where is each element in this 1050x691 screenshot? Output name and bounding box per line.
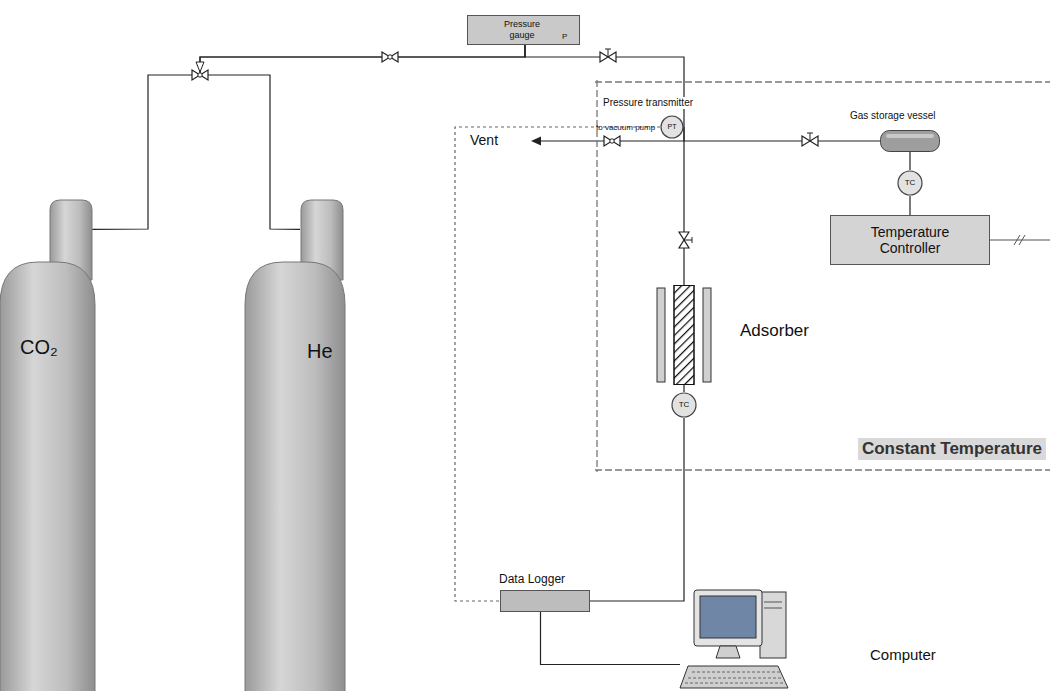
node-sublabel: PT (668, 123, 677, 131)
node-sublabel: P (562, 32, 567, 41)
needle-valve-symbol (600, 49, 616, 62)
gas-line (200, 45, 525, 229)
node-label: Computer (870, 646, 936, 663)
gas-cylinder-outline (245, 200, 345, 691)
gas-line (683, 385, 684, 392)
valve-symbol (604, 136, 620, 146)
node-label: TC (679, 400, 690, 409)
node-label: Gas storage vessel (850, 110, 936, 122)
gas-cylinder: CO₂ (0, 200, 95, 691)
data-logger: Data Logger (500, 590, 590, 612)
thermocouple: TC (671, 392, 697, 418)
gas-storage-vessel-outline (880, 130, 940, 152)
wire-break-mark (1014, 235, 1025, 245)
valve-symbol (382, 52, 398, 62)
node-label: Pressure transmitter (602, 97, 694, 109)
gas-cylinder: He (245, 200, 345, 691)
controller-wire (990, 240, 1050, 241)
gas-line (683, 127, 684, 285)
gas-line (684, 127, 880, 141)
three-way-valve (192, 62, 208, 80)
gas-line (590, 418, 684, 601)
gas-line (541, 612, 681, 665)
constant-temperature-zone: Pressure transmitterPTGas storage vessel… (595, 80, 1050, 472)
vent-arrow (531, 137, 541, 146)
thermocouple: TC (897, 170, 923, 196)
node-label: He (307, 340, 333, 363)
node-label: Adsorber (740, 321, 809, 341)
adsorber-column-outline (656, 285, 712, 385)
node-label: Temperature Controller (850, 224, 970, 256)
node-label: Pressure gauge (494, 19, 550, 41)
temperature-controller: Temperature Controller (830, 215, 990, 265)
line-note: to vacuum pump (596, 123, 655, 132)
pressure-gauge: Pressure gaugeP (467, 15, 580, 45)
gas-line (909, 196, 910, 215)
node-label: Data Logger (499, 573, 565, 587)
node-label: Constant Temperature (858, 438, 1046, 460)
needle-valve-symbol (802, 133, 818, 146)
pressure-transmitter: Pressure transmitterPT (660, 115, 684, 139)
needle-valve-symbol (679, 232, 692, 248)
gas-line (525, 45, 684, 127)
constant-temperature-zone-outline (595, 80, 1050, 472)
adsorber-column: Adsorber (656, 285, 712, 385)
gas-cylinder-outline (0, 200, 95, 691)
computer: Computer (680, 588, 940, 690)
node-label: CO₂ (20, 336, 58, 359)
vent-label: Vent (470, 132, 498, 148)
gas-line (909, 152, 910, 170)
signal-wire (455, 127, 660, 601)
computer-outline (680, 588, 940, 690)
node-label: TC (905, 178, 916, 187)
gas-storage-vessel: Gas storage vessel (880, 130, 940, 152)
